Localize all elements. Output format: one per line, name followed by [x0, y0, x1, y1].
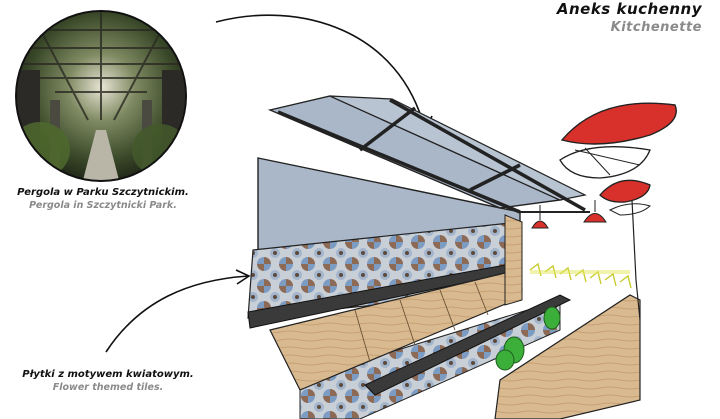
- pendant-lamp-icon: [599, 179, 651, 216]
- arrowhead-icon: [235, 269, 251, 285]
- pendant-lamp-icon: [531, 205, 549, 229]
- title-english: Kitchenette: [610, 20, 702, 35]
- pergola-caption-english: Pergola in Szczytnicki Park.: [29, 200, 177, 211]
- tiles-caption-english: Flower themed tiles.: [52, 382, 164, 393]
- pergola-caption-polish: Pergola w Parku Szczytnickim.: [17, 187, 189, 198]
- pendant-lamp-icon: [559, 102, 677, 179]
- wood-column: [504, 214, 523, 306]
- pendant-lamp-icon: [583, 200, 607, 223]
- title-polish: Aneks kuchenny: [556, 0, 702, 18]
- wall-edge: [631, 199, 641, 321]
- curved-arrow-icon: [105, 275, 249, 353]
- chairs: [529, 262, 632, 289]
- stools: [495, 306, 561, 371]
- pergola-photo: [15, 10, 187, 182]
- curved-arrow-icon: [215, 14, 426, 131]
- bar-counter-top: [364, 294, 572, 396]
- pergola-caption: Pergola w Parku Szczytnickim. Pergola in…: [8, 187, 198, 211]
- tiles-caption-polish: Płytki z motywem kwiatowym.: [22, 369, 194, 380]
- title-block: Aneks kuchenny Kitchenette: [557, 0, 702, 35]
- tiles-caption: Płytki z motywem kwiatowym. Flower theme…: [8, 369, 208, 393]
- ceiling-beams: [277, 98, 586, 214]
- bar-counter: [494, 294, 641, 419]
